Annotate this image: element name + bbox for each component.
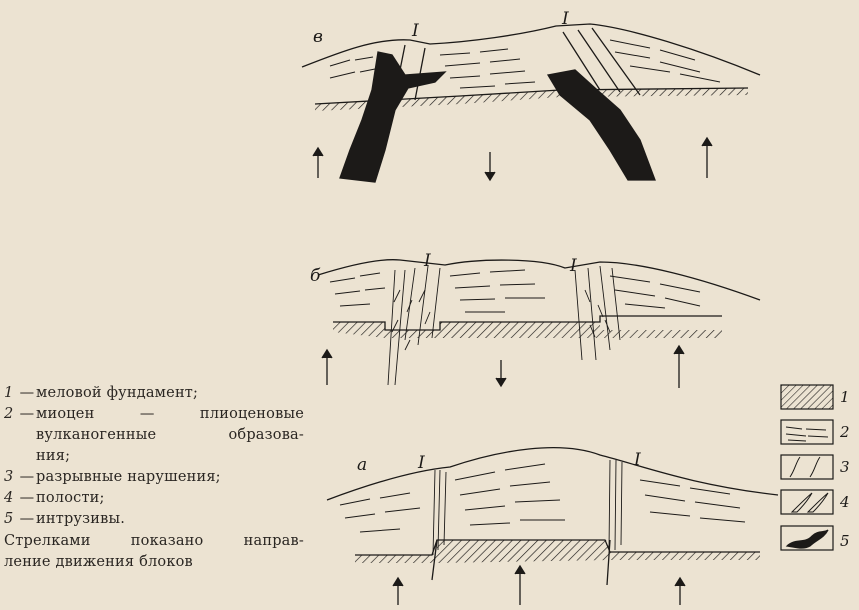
legend-item-1: 1— меловой фундамент;	[4, 383, 304, 404]
legend-key-5: 5	[781, 526, 850, 550]
svg-text:2: 2	[839, 423, 850, 441]
panel-letter-v: в	[313, 27, 323, 47]
legend: 1— меловой фундамент; 2— миоцен — плиоце…	[4, 383, 304, 573]
legend-item-2: 2— миоцен — плиоценовые	[4, 404, 304, 425]
svg-text:5: 5	[840, 532, 850, 550]
svg-text:1: 1	[840, 388, 850, 406]
layer-lines-a	[340, 464, 745, 532]
fault-label-a-right: I	[633, 450, 641, 470]
svg-text:4: 4	[839, 493, 850, 511]
panel-letter-b: б	[310, 266, 321, 286]
legend-key-1: 1	[781, 385, 850, 409]
intrusion-v-right	[548, 70, 655, 180]
legend-note-line-2: ление движения блоков	[4, 552, 304, 573]
surface-b	[318, 260, 760, 300]
layer-lines-b	[330, 270, 700, 312]
legend-item-3: 3— разрывные нарушения;	[4, 467, 304, 488]
svg-text:3: 3	[840, 458, 850, 476]
legend-item-4: 4— полости;	[4, 488, 304, 509]
panel-a: а I I	[327, 448, 778, 605]
fault-label-v-left: I	[411, 21, 419, 41]
arrows-a	[393, 566, 685, 605]
panel-v: в I I	[302, 9, 760, 182]
panel-b: б I I	[310, 251, 760, 388]
arrows-b	[322, 346, 684, 388]
panel-letter-a: а	[357, 455, 367, 475]
legend-keys: 1 2 3 4 5	[781, 385, 850, 550]
legend-item-2-line-2: вулканогенные образова-	[4, 425, 304, 446]
legend-item-5: 5— интрузивы.	[4, 509, 304, 530]
legend-item-2-line-3: ния;	[4, 446, 304, 467]
legend-note-line-1: Стрелками показано направ-	[4, 531, 304, 552]
legend-key-4: 4	[781, 490, 850, 514]
legend-key-2: 2	[781, 420, 850, 444]
intrusion-v-left	[340, 52, 445, 182]
fault-label-b-left: I	[423, 251, 431, 271]
fault-label-a-left: I	[417, 453, 425, 473]
surface-a	[327, 448, 778, 500]
surface-v	[302, 24, 760, 75]
legend-key-3: 3	[781, 455, 850, 479]
